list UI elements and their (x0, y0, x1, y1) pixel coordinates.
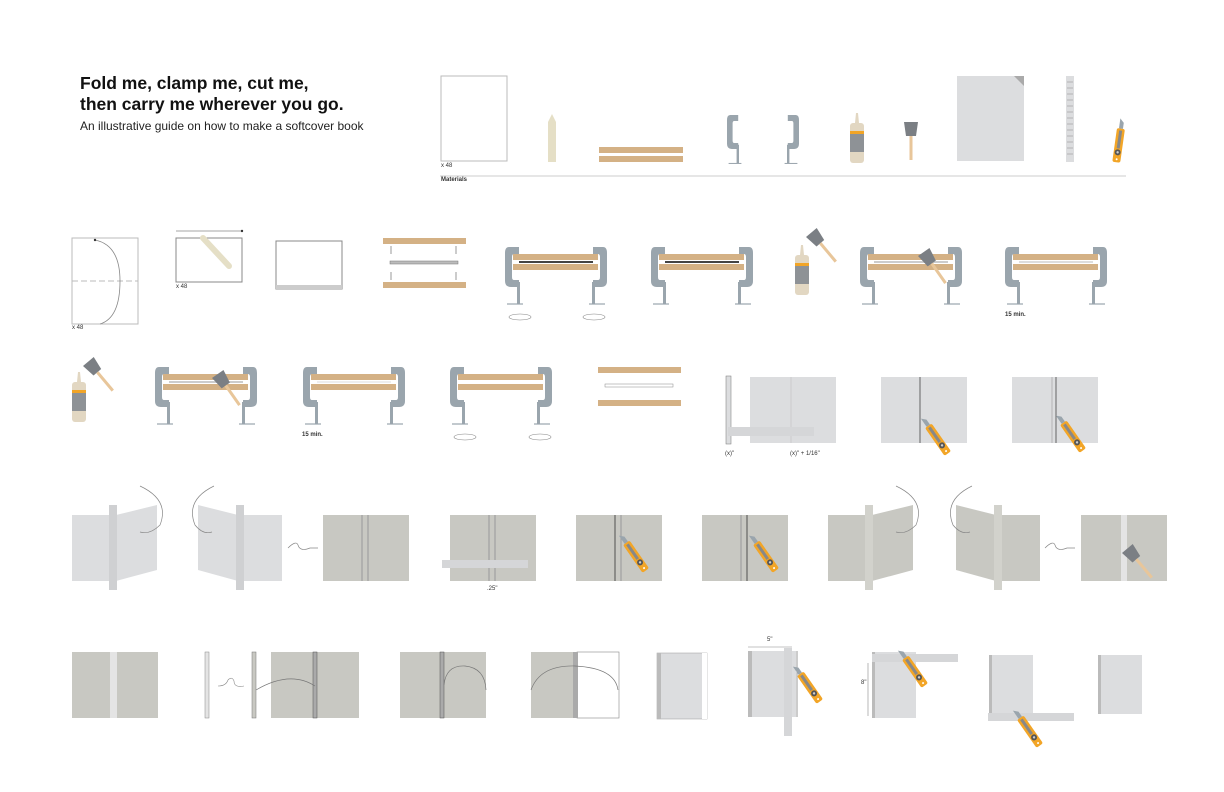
step-fold-spine-left (950, 485, 1040, 590)
step-trim-width (748, 646, 824, 736)
step-remove-boards (598, 367, 681, 406)
step-fold-cover-right (72, 485, 163, 590)
step-unclamp (449, 366, 553, 441)
step-clamped (650, 246, 754, 305)
step-place-between-boards (383, 238, 466, 288)
title-line-2: then carry me wherever you go. (80, 94, 344, 114)
flip-arrow-icon (1044, 542, 1075, 550)
height-label: 8" (861, 680, 867, 686)
wait-label: 15 min. (1005, 312, 1026, 318)
materials-section: x 48 Materials (440, 70, 1130, 190)
step-cut-cover (881, 377, 967, 456)
step-measure-spine (442, 515, 536, 581)
width-label: 5" (767, 637, 773, 643)
measure-left-label: (x)" (725, 451, 735, 457)
wait-label-2: 15 min. (302, 432, 323, 438)
step-measure-cover (725, 375, 836, 445)
step-book-closed (656, 652, 708, 720)
bone-folder-icon (548, 114, 556, 162)
paper-sheet-icon (440, 75, 508, 162)
step-trim-height (867, 647, 958, 718)
step-fold-cover-left (192, 485, 282, 590)
materials-label: Materials (441, 177, 468, 183)
step-glue-spine (1081, 515, 1167, 583)
spacing-label: .25" (487, 586, 498, 592)
step-wait-15min (1004, 246, 1108, 305)
step-fold-spine-right (828, 485, 919, 590)
page-title: Fold me, clamp me, cut me, then carry me… (80, 73, 344, 115)
flip-arrow-icon (287, 542, 318, 550)
step-cover-glued (72, 652, 158, 718)
materials-illustrations (440, 75, 1127, 177)
step-glue (795, 228, 842, 295)
paper-count: x 48 (441, 163, 453, 169)
step-score-spine (576, 515, 662, 581)
measure-right-label: (x)" + 1/16" (790, 451, 820, 457)
step-wait-15min-2 (302, 366, 406, 425)
step-close-cover (530, 651, 620, 719)
page-subtitle: An illustrative guide on how to make a s… (80, 119, 364, 133)
fold-count: x 48 (72, 325, 84, 331)
step-wrap-cover (400, 651, 487, 719)
step-trim-bottom (988, 655, 1074, 748)
step-score-spine-2 (702, 515, 788, 581)
step-apply-glue (859, 246, 963, 305)
step-fold-paper (71, 237, 139, 325)
step-apply-glue-2 (154, 366, 258, 425)
ruler-icon (1066, 76, 1074, 162)
step-insert-pages (204, 651, 359, 719)
step-cut-cover-2 (1012, 377, 1098, 453)
step-glue-2 (72, 357, 119, 422)
step-stack-pages (275, 240, 343, 290)
step-cover-open (323, 515, 409, 581)
step-finished-book (1098, 655, 1142, 714)
step-clamp-boards (504, 246, 608, 321)
step-crease-paper (175, 229, 244, 283)
wood-board-icon (599, 147, 683, 153)
cover-sheet-icon (957, 76, 1024, 161)
title-line-1: Fold me, clamp me, cut me, (80, 73, 309, 93)
crease-count: x 48 (176, 284, 188, 290)
